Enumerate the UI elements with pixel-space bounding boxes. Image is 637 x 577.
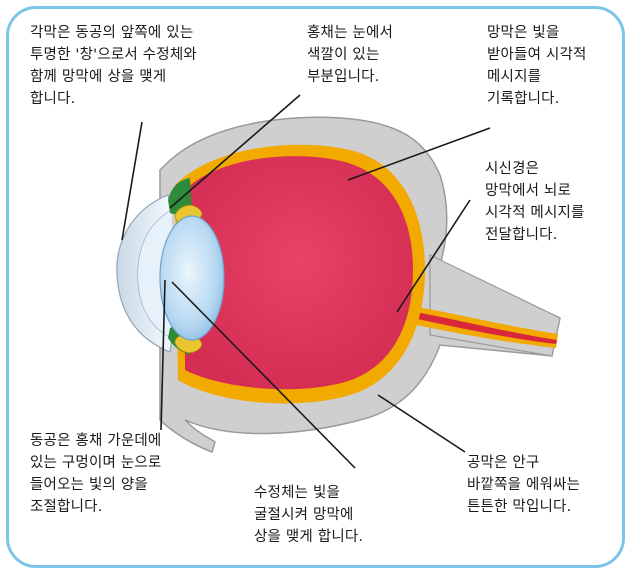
cornea-label: 각막은 동공의 앞쪽에 있는 투명한 '창'으로서 수정체와 함께 망막에 상을…	[30, 22, 197, 110]
iris-label: 홍채는 눈에서 색깔이 있는 부분입니다.	[307, 22, 393, 88]
sclera-leader	[378, 395, 465, 452]
lens-label: 수정체는 빛을 굴절시켜 망막에 상을 맺게 합니다.	[254, 482, 363, 548]
optic-nerve-label: 시신경은 망막에서 뇌로 시각적 메시지를 전달합니다.	[485, 158, 585, 246]
pupil-label: 동공은 홍채 가운데에 있는 구멍이며 눈으로 들어오는 빛의 양을 조절합니다…	[30, 430, 161, 518]
retina-label: 망막은 빛을 받아들여 시각적 메시지를 기록합니다.	[487, 22, 587, 110]
lens	[160, 216, 224, 340]
sclera-label: 공막은 안구 바깥쪽을 에워싸는 튼튼한 막입니다.	[467, 452, 580, 518]
